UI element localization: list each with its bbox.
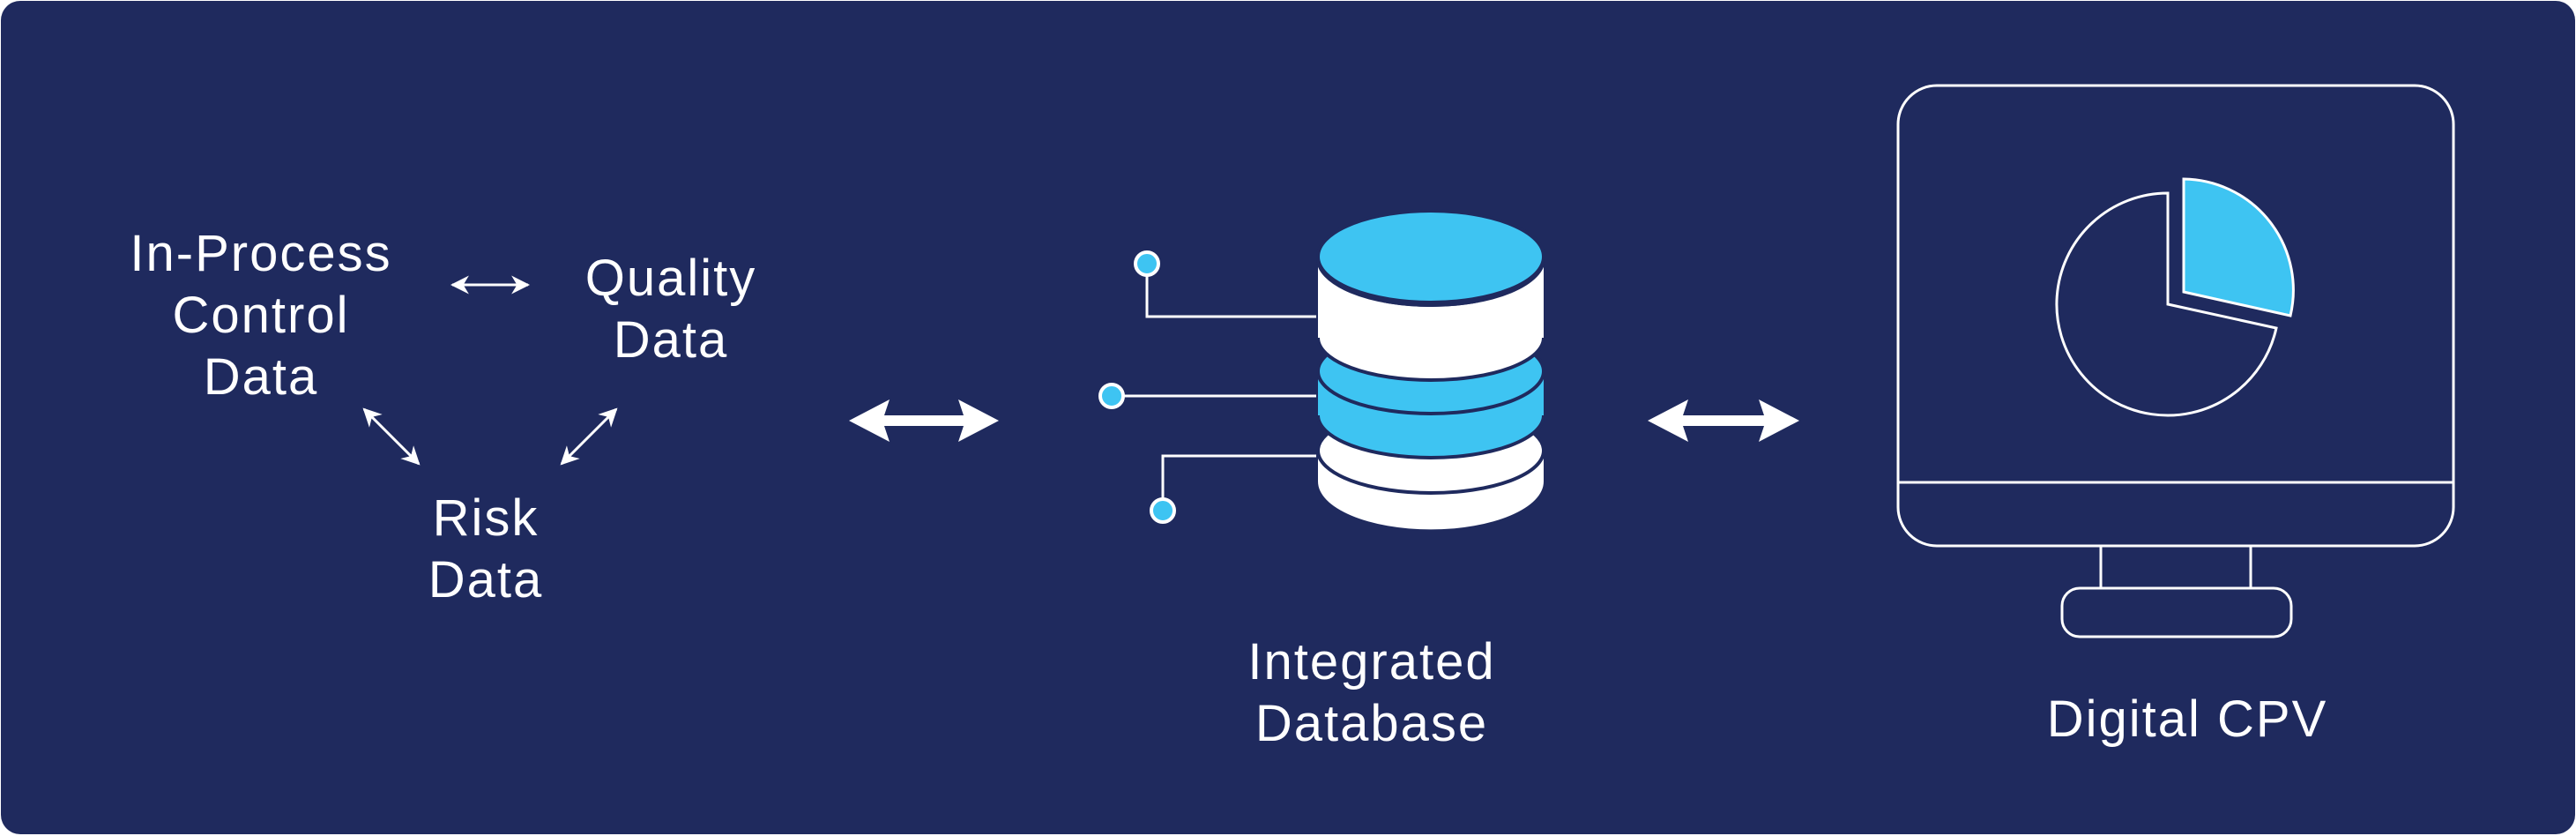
monitor-screen-icon xyxy=(1896,84,2455,548)
control-line: Control xyxy=(172,287,350,344)
pie-slice-large-icon xyxy=(2055,191,2278,417)
arrow-sources-database xyxy=(849,399,999,442)
monitor-neck-icon xyxy=(2099,544,2252,590)
arrow-database-cpv xyxy=(1648,399,1799,442)
database-icon xyxy=(1098,209,1545,530)
database-line: Database xyxy=(1254,695,1489,752)
arrow-inprocess-risk xyxy=(362,407,421,466)
digital-cpv-label: Digital CPV xyxy=(1993,689,2381,750)
connector-node-icon xyxy=(1098,383,1125,409)
pie-slice-highlight-icon xyxy=(2182,177,2295,317)
database-connectors-icon xyxy=(1112,264,1316,511)
risk-data-label: Risk Data xyxy=(371,488,600,611)
connector-node-icon xyxy=(1134,250,1160,277)
digital-cpv-line: Digital CPV xyxy=(2046,690,2328,748)
integrated-database-label: Integrated Database xyxy=(1195,631,1548,755)
connector-node-icon xyxy=(1150,497,1176,524)
monitor-pie-chart-icon xyxy=(1896,84,2455,638)
quality-data-label: Quality Data xyxy=(547,248,794,371)
in-process-line: In-Process xyxy=(130,225,392,282)
arrow-quality-risk xyxy=(560,407,618,466)
data-line: Data xyxy=(203,348,319,406)
monitor-base-icon xyxy=(2060,586,2293,638)
risk-data-line: Data xyxy=(428,551,544,608)
integrated-line: Integrated xyxy=(1247,633,1496,690)
risk-line: Risk xyxy=(432,489,540,547)
quality-line: Quality xyxy=(584,250,757,307)
quality-data-line: Data xyxy=(613,311,729,369)
in-process-control-data-label: In-Process Control Data xyxy=(107,223,415,408)
